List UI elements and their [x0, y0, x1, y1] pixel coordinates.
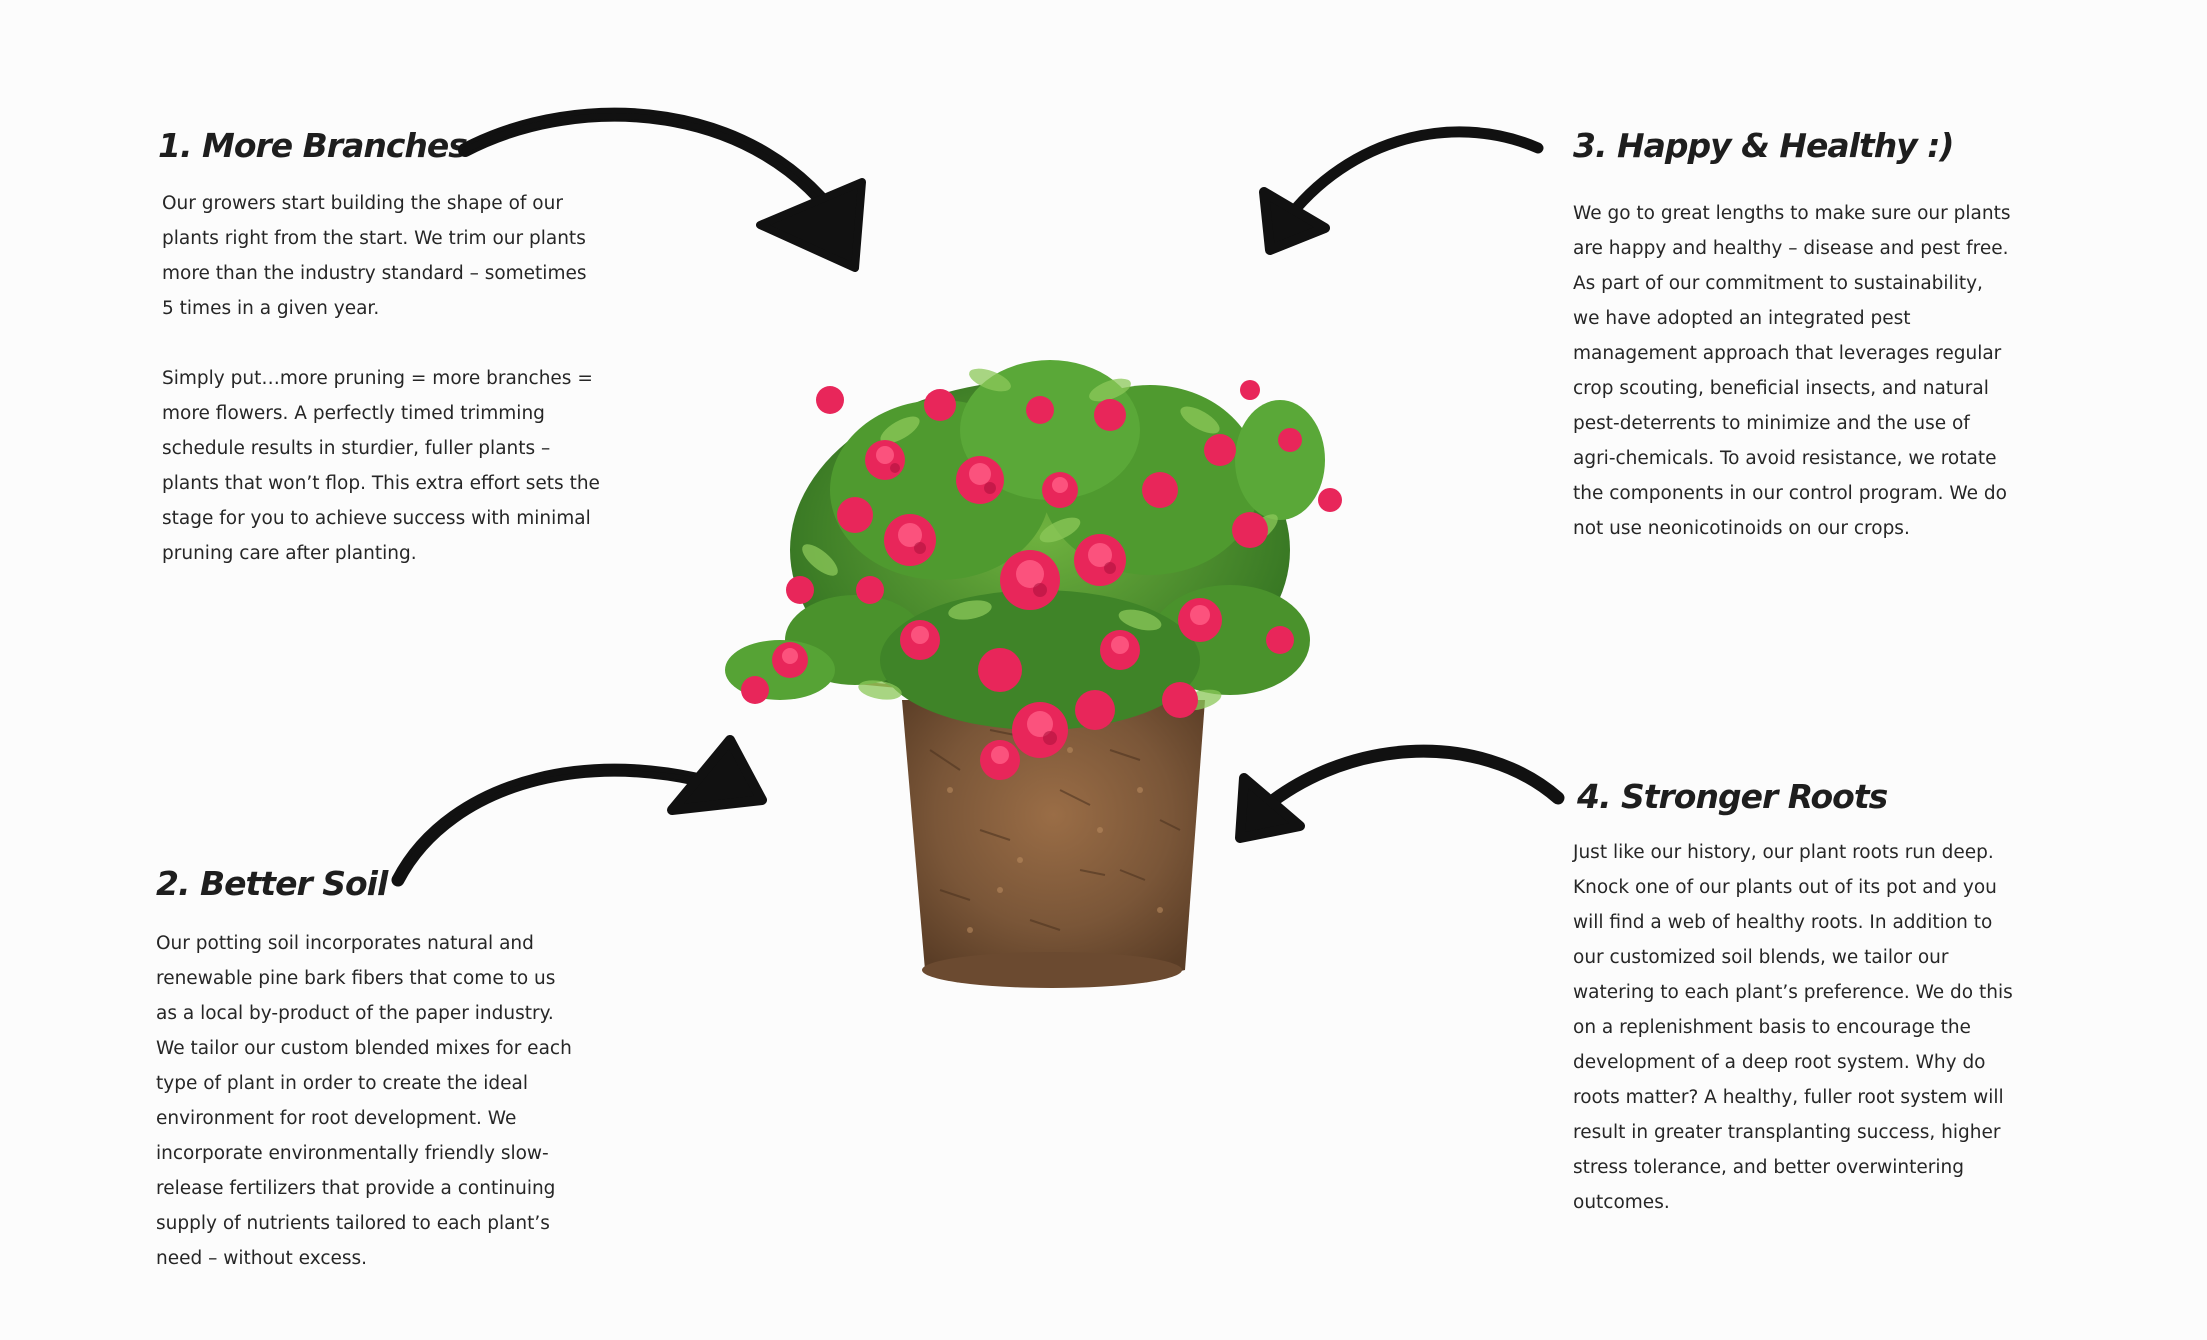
section-paragraph: Simply put…more pruning = more branches … [162, 368, 600, 564]
section-stronger-roots: 4. Stronger Roots Just like our history,… [1573, 777, 2017, 1213]
section-more-branches: 1. More Branches Our growers start build… [158, 126, 600, 564]
azalea-flowers [741, 380, 1342, 780]
foliage [725, 360, 1325, 730]
section-better-soil: 2. Better Soil Our potting soil incorpor… [156, 864, 576, 1269]
potted-azalea-image [725, 360, 1342, 988]
root-ball [902, 700, 1205, 988]
section-title: 3. Happy & Healthy :) [1573, 126, 1955, 165]
section-title: 4. Stronger Roots [1577, 777, 1888, 816]
section-title: 2. Better Soil [156, 864, 388, 903]
section-paragraph: Our potting soil incorporates natural an… [156, 933, 572, 1269]
curved-arrow-icon [1235, 744, 1565, 843]
curved-arrow-icon [458, 107, 866, 272]
curved-arrow-icon [1259, 126, 1544, 255]
section-paragraph: We go to great lengths to make sure our … [1573, 203, 2011, 539]
section-happy-healthy: 3. Happy & Healthy :) We go to great len… [1573, 126, 2013, 539]
section-paragraph: Just like our history, our plant roots r… [1573, 842, 2013, 1213]
section-paragraph: Our growers start building the shape of … [162, 193, 587, 319]
leaf-highlights [802, 368, 1278, 711]
curved-arrow-icon [391, 735, 767, 887]
section-title: 1. More Branches [158, 126, 468, 165]
